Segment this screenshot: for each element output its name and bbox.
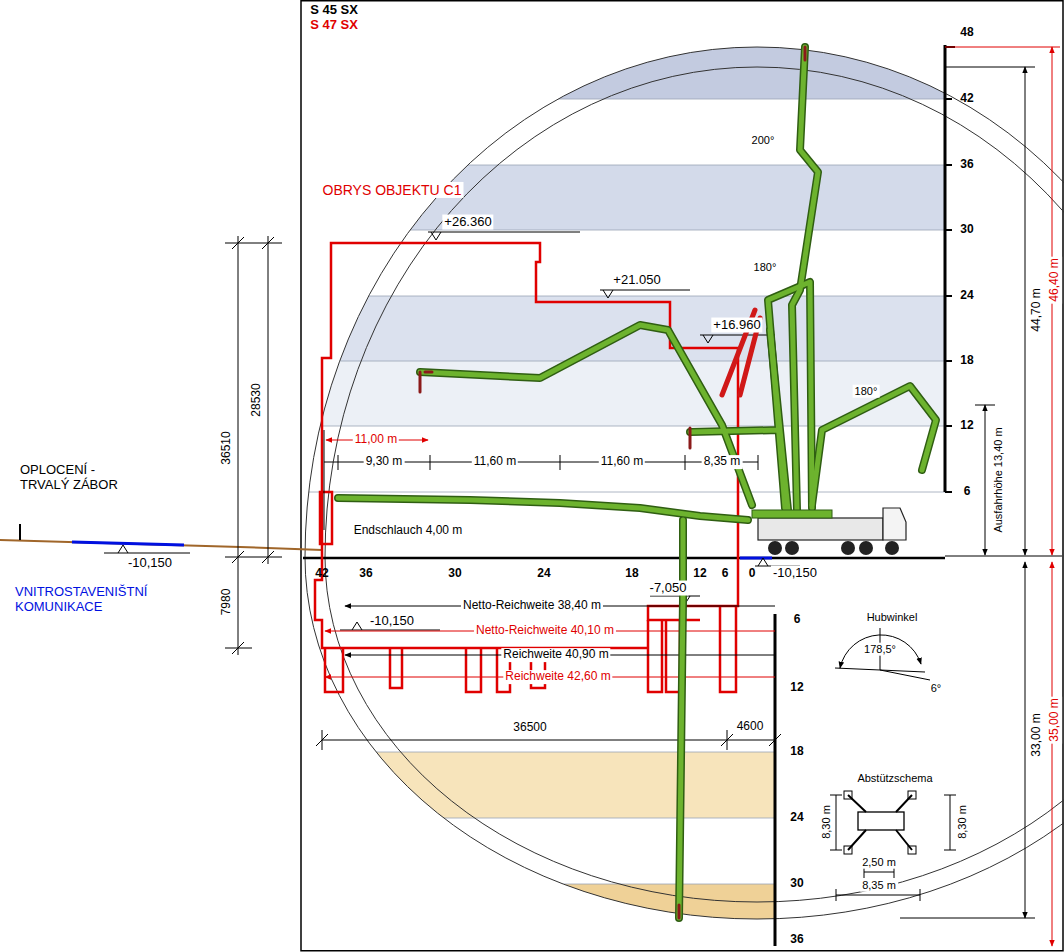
axis-number: 24 xyxy=(958,289,975,303)
dimension-label: 2,50 m xyxy=(860,856,898,869)
axis-number: 42 xyxy=(958,92,975,106)
depth-axis xyxy=(774,614,777,946)
axis-number: 36 xyxy=(788,933,805,947)
axis-number: 6 xyxy=(792,613,803,627)
axis-number: 12 xyxy=(958,419,975,433)
height-axis xyxy=(944,45,947,492)
level-mark: -10,150 xyxy=(126,556,174,571)
dimension-label: 7980 xyxy=(220,587,234,618)
dimension-label: 44,70 m xyxy=(1030,286,1044,333)
outrigger-scheme xyxy=(830,791,956,901)
level-mark: -7,050 xyxy=(648,581,689,596)
axis-number: 6 xyxy=(962,485,973,499)
site-road xyxy=(740,557,772,560)
reach-label: Netto-Reichweite 38,40 m xyxy=(461,599,603,613)
dimension-label: 4600 xyxy=(735,720,766,734)
ground-axis xyxy=(303,557,945,560)
axis-number: 24 xyxy=(535,567,552,581)
reach-circle xyxy=(305,47,1064,557)
axis-number: 42 xyxy=(313,567,330,581)
dimension-label: 11,00 m xyxy=(353,433,399,447)
axis-number: 12 xyxy=(788,681,805,695)
dimension-label: 9,30 m xyxy=(364,455,405,469)
reach-label: Reichweite 40,90 m xyxy=(501,648,610,662)
boom-positions xyxy=(338,47,936,918)
fence-label: OPLOCENÍ - TRVALÝ ZÁBOR xyxy=(18,463,142,493)
level-mark: +21.050 xyxy=(611,273,662,288)
road-label: VNITROSTAVENIŠTNÍ KOMUNIKACE xyxy=(13,585,167,615)
axis-number: 12 xyxy=(691,567,708,581)
level-mark: +26.360 xyxy=(442,215,493,230)
dimension-label: 8,30 m xyxy=(956,803,969,841)
level-mark: +16.960 xyxy=(711,318,762,333)
axis-number: 18 xyxy=(958,354,975,368)
reach-label: Reichweite 42,60 m xyxy=(503,670,612,684)
truck xyxy=(752,508,906,555)
axis-number: 48 xyxy=(958,26,975,40)
axis-number: 30 xyxy=(958,223,975,237)
dimension-label: 8,35 m xyxy=(860,879,898,892)
reach-circle xyxy=(325,557,1064,902)
dimension-label: 11,60 m xyxy=(599,455,645,469)
axis-number: 0 xyxy=(747,567,758,581)
dimension-label: Ausfahrhöhe 13,40 m xyxy=(992,425,1005,534)
level-mark: -10,150 xyxy=(368,614,416,629)
level-markers xyxy=(104,232,800,630)
dimension-label: 28530 xyxy=(250,381,264,418)
axis-number: 6 xyxy=(720,567,731,581)
axis-number: 36 xyxy=(958,158,975,172)
axis-number: 30 xyxy=(788,877,805,891)
axis-number: 18 xyxy=(623,567,640,581)
dimension-label: 36510 xyxy=(220,429,234,466)
angle-label: 200° xyxy=(750,134,777,147)
dimension-label: 35,00 m xyxy=(1048,696,1062,743)
fence xyxy=(19,524,21,540)
level-mark: -10,150 xyxy=(771,566,819,581)
model-name: S 45 SX xyxy=(308,3,360,18)
dimension-label: 11,60 m xyxy=(472,455,518,469)
dimension-label: 8,35 m xyxy=(702,455,743,469)
angle-label: 180° xyxy=(752,261,779,274)
inset-title: Hubwinkel xyxy=(865,611,920,624)
terrain xyxy=(0,540,322,550)
frame xyxy=(301,1,1063,951)
slew-angle-inset xyxy=(835,628,930,680)
site-road xyxy=(72,542,184,545)
building-label: OBRYS OBJEKTU C1 xyxy=(320,182,463,198)
dimension-label: 46,40 m xyxy=(1048,256,1062,303)
angle-label: 178,5° xyxy=(862,643,898,656)
reach-label: Netto-Reichweite 40,10 m xyxy=(474,624,616,638)
model-name: S 47 SX xyxy=(308,18,360,33)
axis-number: 30 xyxy=(446,567,463,581)
angle-label: 6° xyxy=(929,682,944,695)
dimension-label: 33,00 m xyxy=(1030,711,1044,758)
reach-circle xyxy=(325,67,1064,557)
axis-number: 18 xyxy=(788,745,805,759)
axis-number: 24 xyxy=(788,811,805,825)
boom-dimensions xyxy=(324,430,758,530)
hose-label: Endschlauch 4,00 m xyxy=(352,524,465,538)
inset-title: Abstützschema xyxy=(855,772,934,785)
building-outline xyxy=(315,243,738,692)
reach-bands xyxy=(300,47,945,924)
height-dimensions xyxy=(900,47,1062,946)
axis-number: 36 xyxy=(357,567,374,581)
dimension-label: 36500 xyxy=(511,721,548,735)
axis-ticks xyxy=(945,47,955,492)
dimension-label: 8,30 m xyxy=(820,803,833,841)
angle-label: 180° xyxy=(853,385,880,398)
